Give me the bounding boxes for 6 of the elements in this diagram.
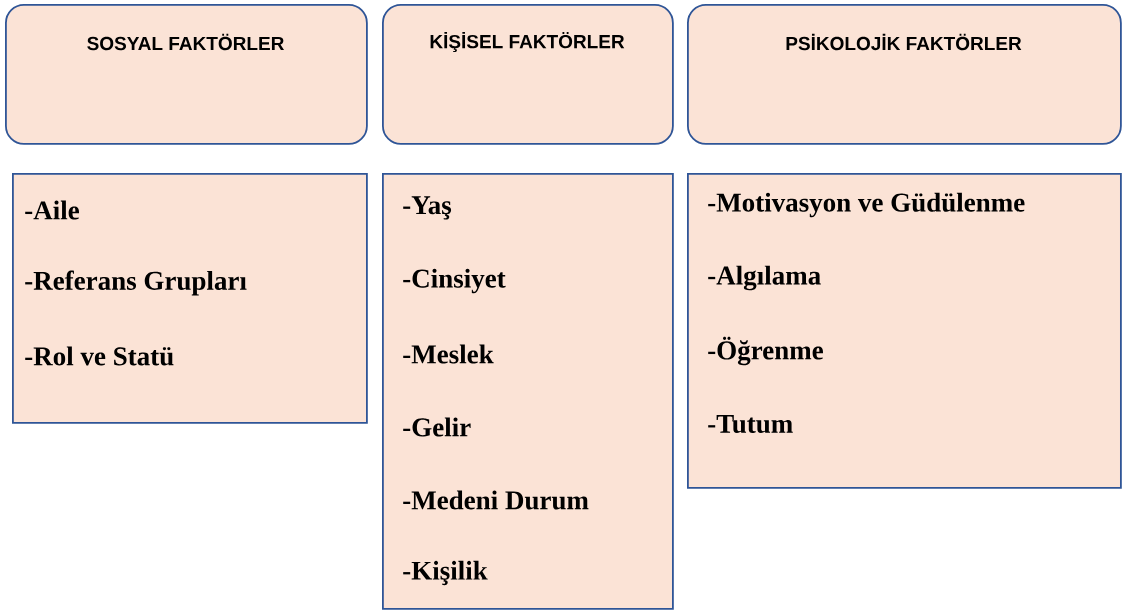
factor-list-box: -Yaş -Cinsiyet -Meslek -Gelir -Medeni Durum -Kişilik: [382, 173, 674, 610]
category-header-box: KİŞİSEL FAKTÖRLER: [382, 4, 674, 145]
category-header-box: PSİKOLOJİK FAKTÖRLER: [687, 4, 1122, 145]
category-header-box: SOSYAL FAKTÖRLER: [5, 4, 368, 145]
factor-list-box: -Aile -Referans Grupları -Rol ve Statü: [12, 173, 368, 424]
factor-list-box: -Motivasyon ve Güdülenme -Algılama -Öğrenme -Tutum: [687, 173, 1122, 489]
